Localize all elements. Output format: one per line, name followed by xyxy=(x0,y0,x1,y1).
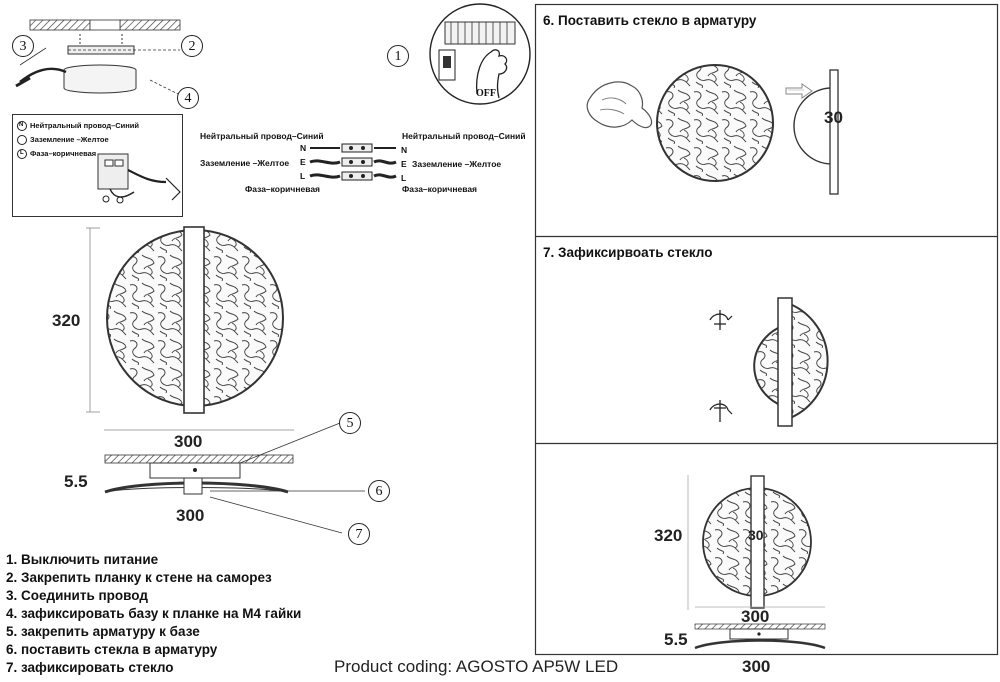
switch-off-illustration xyxy=(429,3,531,105)
step-4: 4. зафиксировать базу к планке на М4 гай… xyxy=(6,606,302,621)
panel-8-side-view xyxy=(694,623,826,650)
step-2: 2. Закрепить планку к стене на саморез xyxy=(6,570,272,585)
step-3: 3. Соединить провод xyxy=(6,588,148,603)
steps-list: 1. Выключить питание 2. Закрепить планку… xyxy=(6,551,301,677)
callout-3: 3 xyxy=(12,35,34,57)
panel-6-illustration xyxy=(586,64,839,195)
step-5: 5. закрепить арматуру к базе xyxy=(6,624,200,639)
callout-leaders xyxy=(209,422,365,534)
switch-off-label: OFF xyxy=(476,88,496,99)
wiring-left-neutral: Нейтральный провод–Синий xyxy=(200,131,324,141)
wiring-left-e: E xyxy=(300,157,306,167)
step-6: 6. поставить стекла в арматуру xyxy=(6,642,218,657)
panel-6-side-thickness: 30 xyxy=(824,108,843,127)
legend-phase: Фаза–коричневая xyxy=(30,149,97,158)
panel-8-width-line xyxy=(695,606,825,608)
panel-8-depth: 5.5 xyxy=(664,630,688,649)
callout-2: 2 xyxy=(181,35,203,57)
mounting-diagram xyxy=(15,19,181,95)
wiring-right-neutral: Нейтральный провод–Синий xyxy=(402,131,526,141)
panel-6-title: 6. Поставить стекло в арматуру xyxy=(543,13,757,28)
wiring-right-ground: Заземление –Желтое xyxy=(412,159,502,169)
panel-8-base-width: 300 xyxy=(742,657,771,676)
panel-7-illustration xyxy=(709,297,829,427)
callout-6: 6 xyxy=(368,480,390,502)
step-1: 1. Выключить питание xyxy=(6,552,159,567)
dimension-depth: 5.5 xyxy=(64,472,88,491)
legend-ground: Заземление –Желтое xyxy=(30,135,109,144)
wiring-left-n: N xyxy=(300,143,307,153)
legend-neutral: Нейтральный провод–Синий xyxy=(30,121,140,130)
panel-8-height: 320 xyxy=(654,526,683,545)
wiring-right-e: E xyxy=(401,159,407,169)
main-dimension-lines xyxy=(86,227,100,413)
main-lamp-front-view xyxy=(106,226,284,414)
panel-8-width: 300 xyxy=(741,607,770,626)
panel-8-front-view xyxy=(687,475,812,610)
width-dimension-line xyxy=(104,429,294,431)
dimension-height: 320 xyxy=(52,311,81,330)
legend-l-symbol: L xyxy=(20,150,24,156)
wiring-right-n: N xyxy=(401,145,408,155)
dimension-width: 300 xyxy=(174,432,203,451)
wiring-right-phase: Фаза–коричневая xyxy=(402,184,478,194)
wiring-left-l: L xyxy=(300,171,306,181)
callout-1: 1 xyxy=(387,45,409,67)
product-coding: Product coding: AGOSTO AP5W LED xyxy=(334,657,619,676)
wiring-legend-box xyxy=(12,114,183,217)
dimension-base-width: 300 xyxy=(176,506,205,525)
panel-7-title: 7. Зафиксирвоать стекло xyxy=(543,245,713,260)
main-lamp-side-view xyxy=(104,454,294,495)
wiring-connector xyxy=(309,143,397,181)
callout-7: 7 xyxy=(348,523,370,545)
wiring-left-phase: Фаза–коричневая xyxy=(245,184,321,194)
panel-8-thickness: 30 xyxy=(748,527,764,543)
wiring-left-ground: Заземление –Желтое xyxy=(200,158,290,168)
step-7: 7. зафиксировать стекло xyxy=(6,660,174,675)
legend-n-symbol: N xyxy=(19,122,24,128)
callout-5: 5 xyxy=(339,412,361,434)
wiring-right-l: L xyxy=(401,173,407,183)
callout-4: 4 xyxy=(177,87,199,109)
